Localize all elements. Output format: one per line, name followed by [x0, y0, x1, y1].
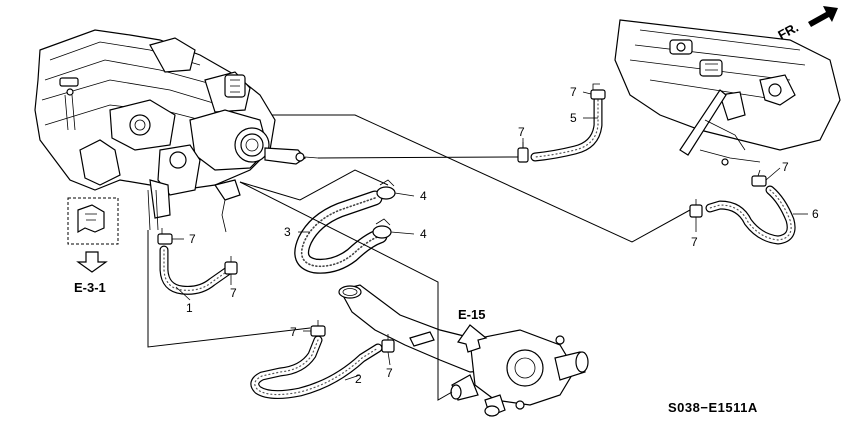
hose-1[interactable] [159, 245, 237, 295]
callout-2: 2 [355, 372, 362, 386]
hose-6[interactable] [705, 185, 796, 245]
leader-lines [147, 91, 808, 401]
callout-7: 7 [230, 286, 237, 300]
callout-7: 7 [189, 232, 196, 246]
callout-3: 3 [284, 225, 291, 239]
clamp-7-f[interactable] [224, 256, 238, 275]
diagram-code: S038−E1511A [668, 400, 758, 415]
ref-e15: E-15 [458, 307, 485, 322]
callout-1: 1 [186, 301, 193, 315]
e15-arrow [457, 324, 488, 353]
callout-7: 7 [782, 160, 789, 174]
callout-7: 7 [290, 325, 297, 339]
clamp-4-a[interactable] [376, 179, 396, 200]
callout-7: 7 [570, 85, 577, 99]
hose-5[interactable] [530, 95, 603, 162]
water-outlet-housing [338, 284, 589, 417]
ref-e31: E-3-1 [74, 280, 106, 295]
callout-4: 4 [420, 189, 427, 203]
hose-2[interactable] [250, 335, 383, 400]
callout-7: 7 [691, 235, 698, 249]
clamp-7-h[interactable] [381, 334, 395, 353]
clamp-4-b[interactable] [372, 218, 392, 239]
front-direction-arrow [808, 6, 838, 27]
callout-4: 4 [420, 227, 427, 241]
clamp-7-a[interactable] [590, 83, 606, 100]
callout-7: 7 [518, 125, 525, 139]
clamp-7-g[interactable] [310, 320, 326, 337]
callout-5: 5 [570, 111, 577, 125]
engine-head [614, 19, 841, 166]
e31-arrow [76, 251, 108, 273]
callout-7: 7 [386, 366, 393, 380]
bracket-inset [67, 197, 119, 245]
callout-6: 6 [812, 207, 819, 221]
intake-manifold [34, 29, 319, 233]
clamp-7-d[interactable] [689, 199, 703, 218]
clamp-7-c[interactable] [751, 169, 767, 187]
hose-3[interactable] [294, 190, 388, 274]
clamp-7-e[interactable] [157, 228, 173, 245]
